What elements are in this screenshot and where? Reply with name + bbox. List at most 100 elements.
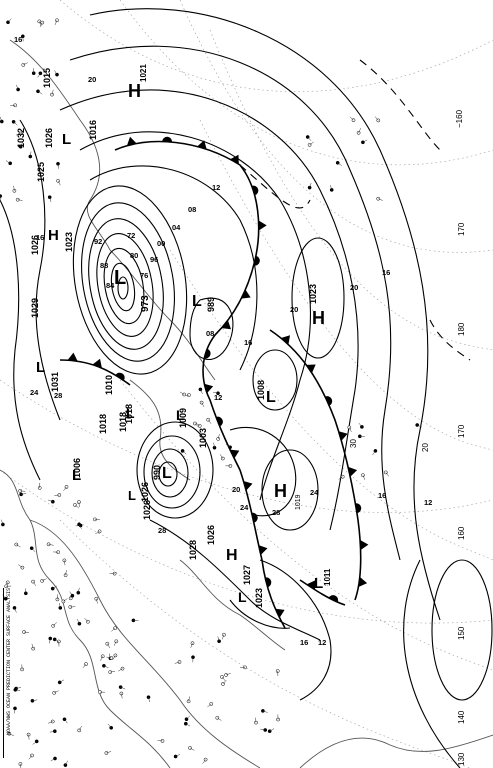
station-wind-barb (54, 20, 58, 25)
station-wind-barb (106, 656, 112, 659)
coastline-inner (29, 519, 261, 768)
station-wind-barb (362, 475, 366, 480)
front-line (59, 359, 131, 386)
station-wind-barb (113, 641, 117, 646)
station-wind-barb (96, 598, 98, 604)
station-wind-barb (64, 560, 66, 566)
station-wind-barb (207, 703, 212, 708)
latitude-label: 30 (349, 439, 358, 448)
svg-text:L: L (314, 575, 323, 592)
station-wind-barb (225, 444, 231, 448)
station-wind-barb (219, 454, 224, 459)
warm-front-semicircle (251, 185, 259, 196)
station-wind-barb (260, 728, 266, 731)
station-wind-barb (100, 656, 103, 661)
station-wind-barb (5, 160, 11, 164)
cold-front-triangle (241, 289, 251, 299)
svg-text:L: L (36, 359, 45, 376)
low-center: L 1006 (72, 458, 82, 484)
station-wind-barb (54, 690, 59, 694)
station-wind-barb (31, 548, 36, 553)
station-wind-barb (16, 687, 22, 689)
isobar-label: 16 (36, 233, 44, 242)
low-center: L 1023 (238, 588, 264, 608)
station-wind-barb (186, 715, 191, 720)
station-wind-barb (0, 116, 3, 122)
station-wind-barb (78, 587, 80, 593)
svg-text:H: H (274, 481, 287, 501)
station-wind-barb (47, 721, 53, 724)
station-wind-barb (59, 602, 61, 608)
svg-text:L: L (266, 389, 276, 406)
graticule-line (169, 249, 493, 561)
isobar-label: 16 (378, 491, 386, 500)
isobar-label: 88 (100, 261, 108, 270)
svg-text:990: 990 (152, 465, 162, 480)
svg-text:1003: 1003 (198, 428, 208, 448)
front-line (114, 140, 260, 471)
isobar-low-ring (81, 202, 175, 362)
pressure-label: 1029 (30, 298, 40, 318)
station-wind-barb (31, 643, 34, 649)
high-center: H 1027 (226, 547, 252, 585)
station-marker (216, 437, 221, 441)
isobar-low-ring (96, 233, 154, 337)
warm-front-semicircle (265, 577, 272, 588)
station-wind-barb (42, 578, 47, 582)
isobar-label: 04 (172, 223, 181, 232)
isobar (189, 297, 234, 360)
station-wind-barb (121, 693, 123, 699)
isobar-label: 16 (244, 338, 252, 347)
isobar-label: 12 (424, 498, 432, 507)
svg-text:L: L (114, 267, 126, 289)
station-wind-barb (23, 631, 30, 633)
station-wind-barb (157, 740, 163, 742)
station-wind-barb (48, 499, 53, 502)
cold-front-triangle (348, 466, 358, 477)
station-wind-barb (106, 751, 112, 754)
station-wind-barb (65, 760, 69, 766)
isobar (89, 165, 258, 371)
isobar-label: 20 (350, 283, 358, 292)
svg-text:L: L (162, 465, 172, 482)
station-wind-barb (28, 755, 33, 760)
station-wind-barb (213, 391, 219, 394)
low-center: L 973 (114, 267, 151, 312)
cold-front-triangle (258, 220, 267, 231)
cold-front-triangle (243, 480, 253, 491)
svg-text:H: H (312, 308, 325, 328)
station-wind-barb (358, 422, 363, 428)
longitude-label: −160 (455, 109, 464, 128)
station-wind-barb (57, 180, 61, 186)
cold-front-triangle (197, 140, 207, 150)
station-plots (0, 18, 422, 768)
station-wind-barb (78, 524, 82, 529)
isobar (403, 559, 461, 768)
chart-caption: NOAA/NWS OCEAN PREDICTION CENTER SURFACE… (3, 588, 30, 758)
troughs (239, 59, 471, 361)
station-wind-barb (30, 151, 32, 157)
isobar (229, 426, 297, 517)
station-wind-barb (74, 504, 79, 509)
cold-front-triangle (358, 577, 368, 587)
station-wind-barb (63, 598, 68, 602)
station-wind-barb (385, 472, 389, 477)
svg-text:H: H (48, 227, 59, 244)
station-wind-barb (337, 162, 342, 166)
pressure-label: 1026 (30, 235, 40, 255)
cold-front-triangle (306, 580, 316, 590)
warm-front-semicircle (162, 136, 173, 143)
station-wind-barb (112, 655, 116, 660)
station-wind-barb (28, 734, 30, 740)
svg-text:L: L (62, 131, 71, 148)
pressure-label: 1026 (44, 128, 54, 148)
station-wind-barb (148, 697, 150, 703)
station-wind-barb (49, 638, 51, 644)
coastline-islands (179, 559, 286, 651)
isobar-label: 84 (106, 281, 115, 290)
station-wind-barb (189, 747, 195, 751)
high-center: H 1021 (128, 64, 148, 101)
station-wind-barb (372, 450, 376, 456)
warm-front-semicircle (204, 348, 211, 359)
low-center: L 1011 (314, 568, 332, 592)
